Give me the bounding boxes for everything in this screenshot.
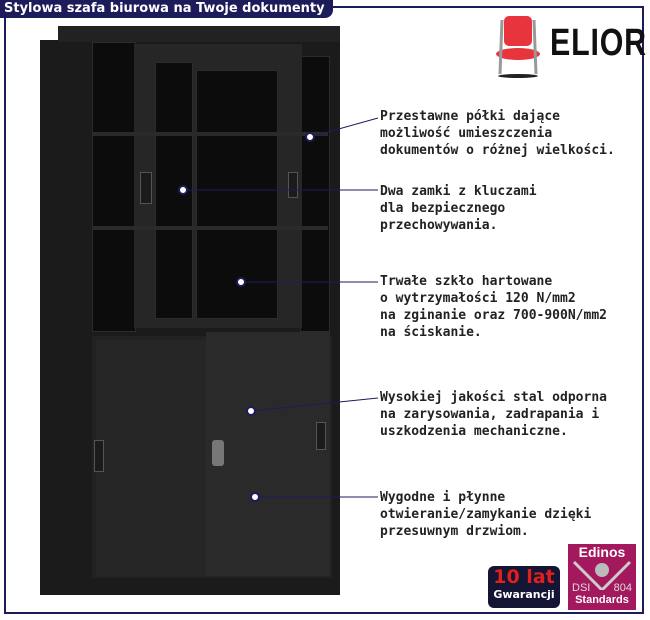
callout-dot bbox=[246, 406, 256, 416]
callout-dot bbox=[236, 277, 246, 287]
callout-dot bbox=[305, 132, 315, 142]
feature-sliding-doors: Wygodne i płynne otwieranie/zamykanie dz… bbox=[380, 490, 592, 539]
feature-locks: Dwa zamki z kluczami dla bezpiecznego pr… bbox=[380, 184, 537, 233]
certificate-left: DSI bbox=[572, 582, 591, 594]
checkmark-icon bbox=[572, 560, 632, 590]
warranty-years: 10 lat bbox=[493, 566, 555, 588]
page-title: Stylowa szafa biurowa na Twoje dokumenty bbox=[0, 0, 333, 18]
certificate-right: 804 bbox=[613, 582, 632, 594]
warranty-label: Gwarancji bbox=[493, 588, 555, 601]
brand-name: ELIOR bbox=[550, 22, 647, 64]
certificate-label: Standards bbox=[575, 594, 629, 606]
feature-glass: Trwałe szkło hartowane o wytrzymałości 1… bbox=[380, 274, 607, 340]
certificate-brand: Edinos bbox=[578, 544, 626, 560]
certificate-badge: Edinos DSI 804 Standards bbox=[568, 544, 636, 610]
feature-shelves: Przestawne półki dające możliwość umiesz… bbox=[380, 109, 615, 158]
callout-dot bbox=[178, 185, 188, 195]
feature-steel: Wysokiej jakości stal odporna na zarysow… bbox=[380, 390, 607, 439]
callout-dot bbox=[250, 492, 260, 502]
warranty-badge: 10 lat Gwarancji bbox=[488, 566, 560, 608]
chair-logo-icon bbox=[496, 16, 540, 78]
